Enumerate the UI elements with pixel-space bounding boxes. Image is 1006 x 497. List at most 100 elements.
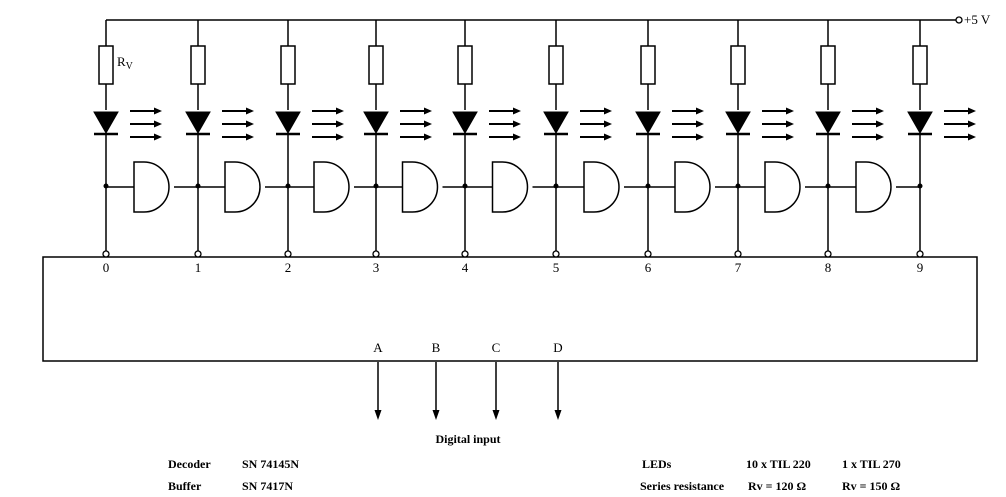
light-arrow-head: [154, 120, 162, 128]
decoder-pin: [372, 250, 380, 258]
light-arrow-head: [336, 120, 344, 128]
led-icon: [93, 111, 119, 135]
part-value: SN 74145N: [242, 457, 299, 471]
junction-dot: [103, 183, 109, 189]
output-label-7: 7: [735, 260, 742, 275]
buffer-gate: [855, 161, 892, 213]
light-arrow-head: [513, 133, 521, 141]
resistor: [730, 45, 746, 85]
resistor: [820, 45, 836, 85]
led-icon: [185, 111, 211, 135]
decoder-pin: [102, 250, 110, 258]
supply-label: +5 V: [964, 12, 991, 27]
light-arrow-head: [696, 133, 704, 141]
decoder-box: [42, 256, 978, 362]
resistor: [98, 45, 114, 85]
led-icon: [725, 111, 751, 135]
input-arrow-icon: [374, 410, 382, 420]
light-arrow-head: [786, 107, 794, 115]
light-arrow-head: [968, 120, 976, 128]
light-arrow-head: [696, 120, 704, 128]
output-label-4: 4: [462, 260, 469, 275]
light-arrow-head: [968, 107, 976, 115]
light-arrow-head: [604, 107, 612, 115]
spec-leds-alt: 1 x TIL 270: [842, 457, 901, 471]
buffer-gate: [401, 161, 439, 213]
decoder-pin: [461, 250, 469, 258]
wiring: [105, 19, 956, 412]
light-arrow-head: [604, 120, 612, 128]
part-value: SN 7417N: [242, 479, 293, 493]
buffer-gate: [133, 161, 170, 213]
light-arrow-head: [336, 133, 344, 141]
spec-leds-main: 10 x TIL 220: [746, 457, 811, 471]
buffer-gate: [674, 161, 711, 213]
light-arrow-head: [876, 107, 884, 115]
light-arrow-head: [968, 133, 976, 141]
light-arrow-head: [604, 133, 612, 141]
led-icon: [815, 111, 841, 135]
led-icon: [543, 111, 569, 135]
light-arrow-head: [876, 120, 884, 128]
input-arrow-icon: [554, 410, 562, 420]
resistor: [912, 45, 928, 85]
decoder-pin: [824, 250, 832, 258]
output-label-1: 1: [195, 260, 202, 275]
spec-leds-label: LEDs: [642, 457, 672, 471]
resistor: [640, 45, 656, 85]
light-arrow-head: [876, 133, 884, 141]
junction-dot: [462, 183, 468, 189]
resistor: [190, 45, 206, 85]
resistor: [368, 45, 384, 85]
light-arrow-head: [246, 107, 254, 115]
spec-resistance-label: Series resistance: [640, 479, 725, 493]
light-arrow-head: [424, 120, 432, 128]
led-icon: [363, 111, 389, 135]
output-label-2: 2: [285, 260, 292, 275]
decoder-pin: [194, 250, 202, 258]
spec-resistance-main: Rv = 120 Ω: [748, 479, 807, 493]
buffer-gate: [491, 161, 529, 213]
input-label-C: C: [492, 340, 501, 355]
light-arrow-head: [513, 120, 521, 128]
junction-dot: [825, 183, 831, 189]
junction-dot: [917, 183, 923, 189]
part-label: Decoder: [168, 457, 211, 471]
junction-dot: [195, 183, 201, 189]
led-icon: [275, 111, 301, 135]
output-label-9: 9: [917, 260, 924, 275]
decoder-pin: [734, 250, 742, 258]
led-icon: [907, 111, 933, 135]
light-arrow-head: [246, 133, 254, 141]
junction-dot: [735, 183, 741, 189]
input-label-D: D: [553, 340, 562, 355]
resistor: [548, 45, 564, 85]
input-arrow-icon: [432, 410, 440, 420]
decoder-pin: [552, 250, 560, 258]
light-arrow-head: [786, 120, 794, 128]
input-arrow-icon: [492, 410, 500, 420]
decoder-pin: [644, 250, 652, 258]
resistor: [280, 45, 296, 85]
light-arrow-head: [786, 133, 794, 141]
light-arrow-head: [696, 107, 704, 115]
output-label-0: 0: [103, 260, 110, 275]
light-arrow-head: [336, 107, 344, 115]
decoder-pin: [916, 250, 924, 258]
resistor: [457, 45, 473, 85]
light-arrow-head: [154, 133, 162, 141]
buffer-gate: [224, 161, 261, 213]
buffer-gate: [764, 161, 801, 213]
light-arrow-head: [513, 107, 521, 115]
output-label-6: 6: [645, 260, 652, 275]
light-arrow-head: [154, 107, 162, 115]
output-label-8: 8: [825, 260, 832, 275]
buffer-gate: [313, 161, 350, 213]
light-arrow-head: [424, 107, 432, 115]
led-icon: [635, 111, 661, 135]
junction-dot: [553, 183, 559, 189]
light-arrow-head: [424, 133, 432, 141]
output-label-5: 5: [553, 260, 560, 275]
